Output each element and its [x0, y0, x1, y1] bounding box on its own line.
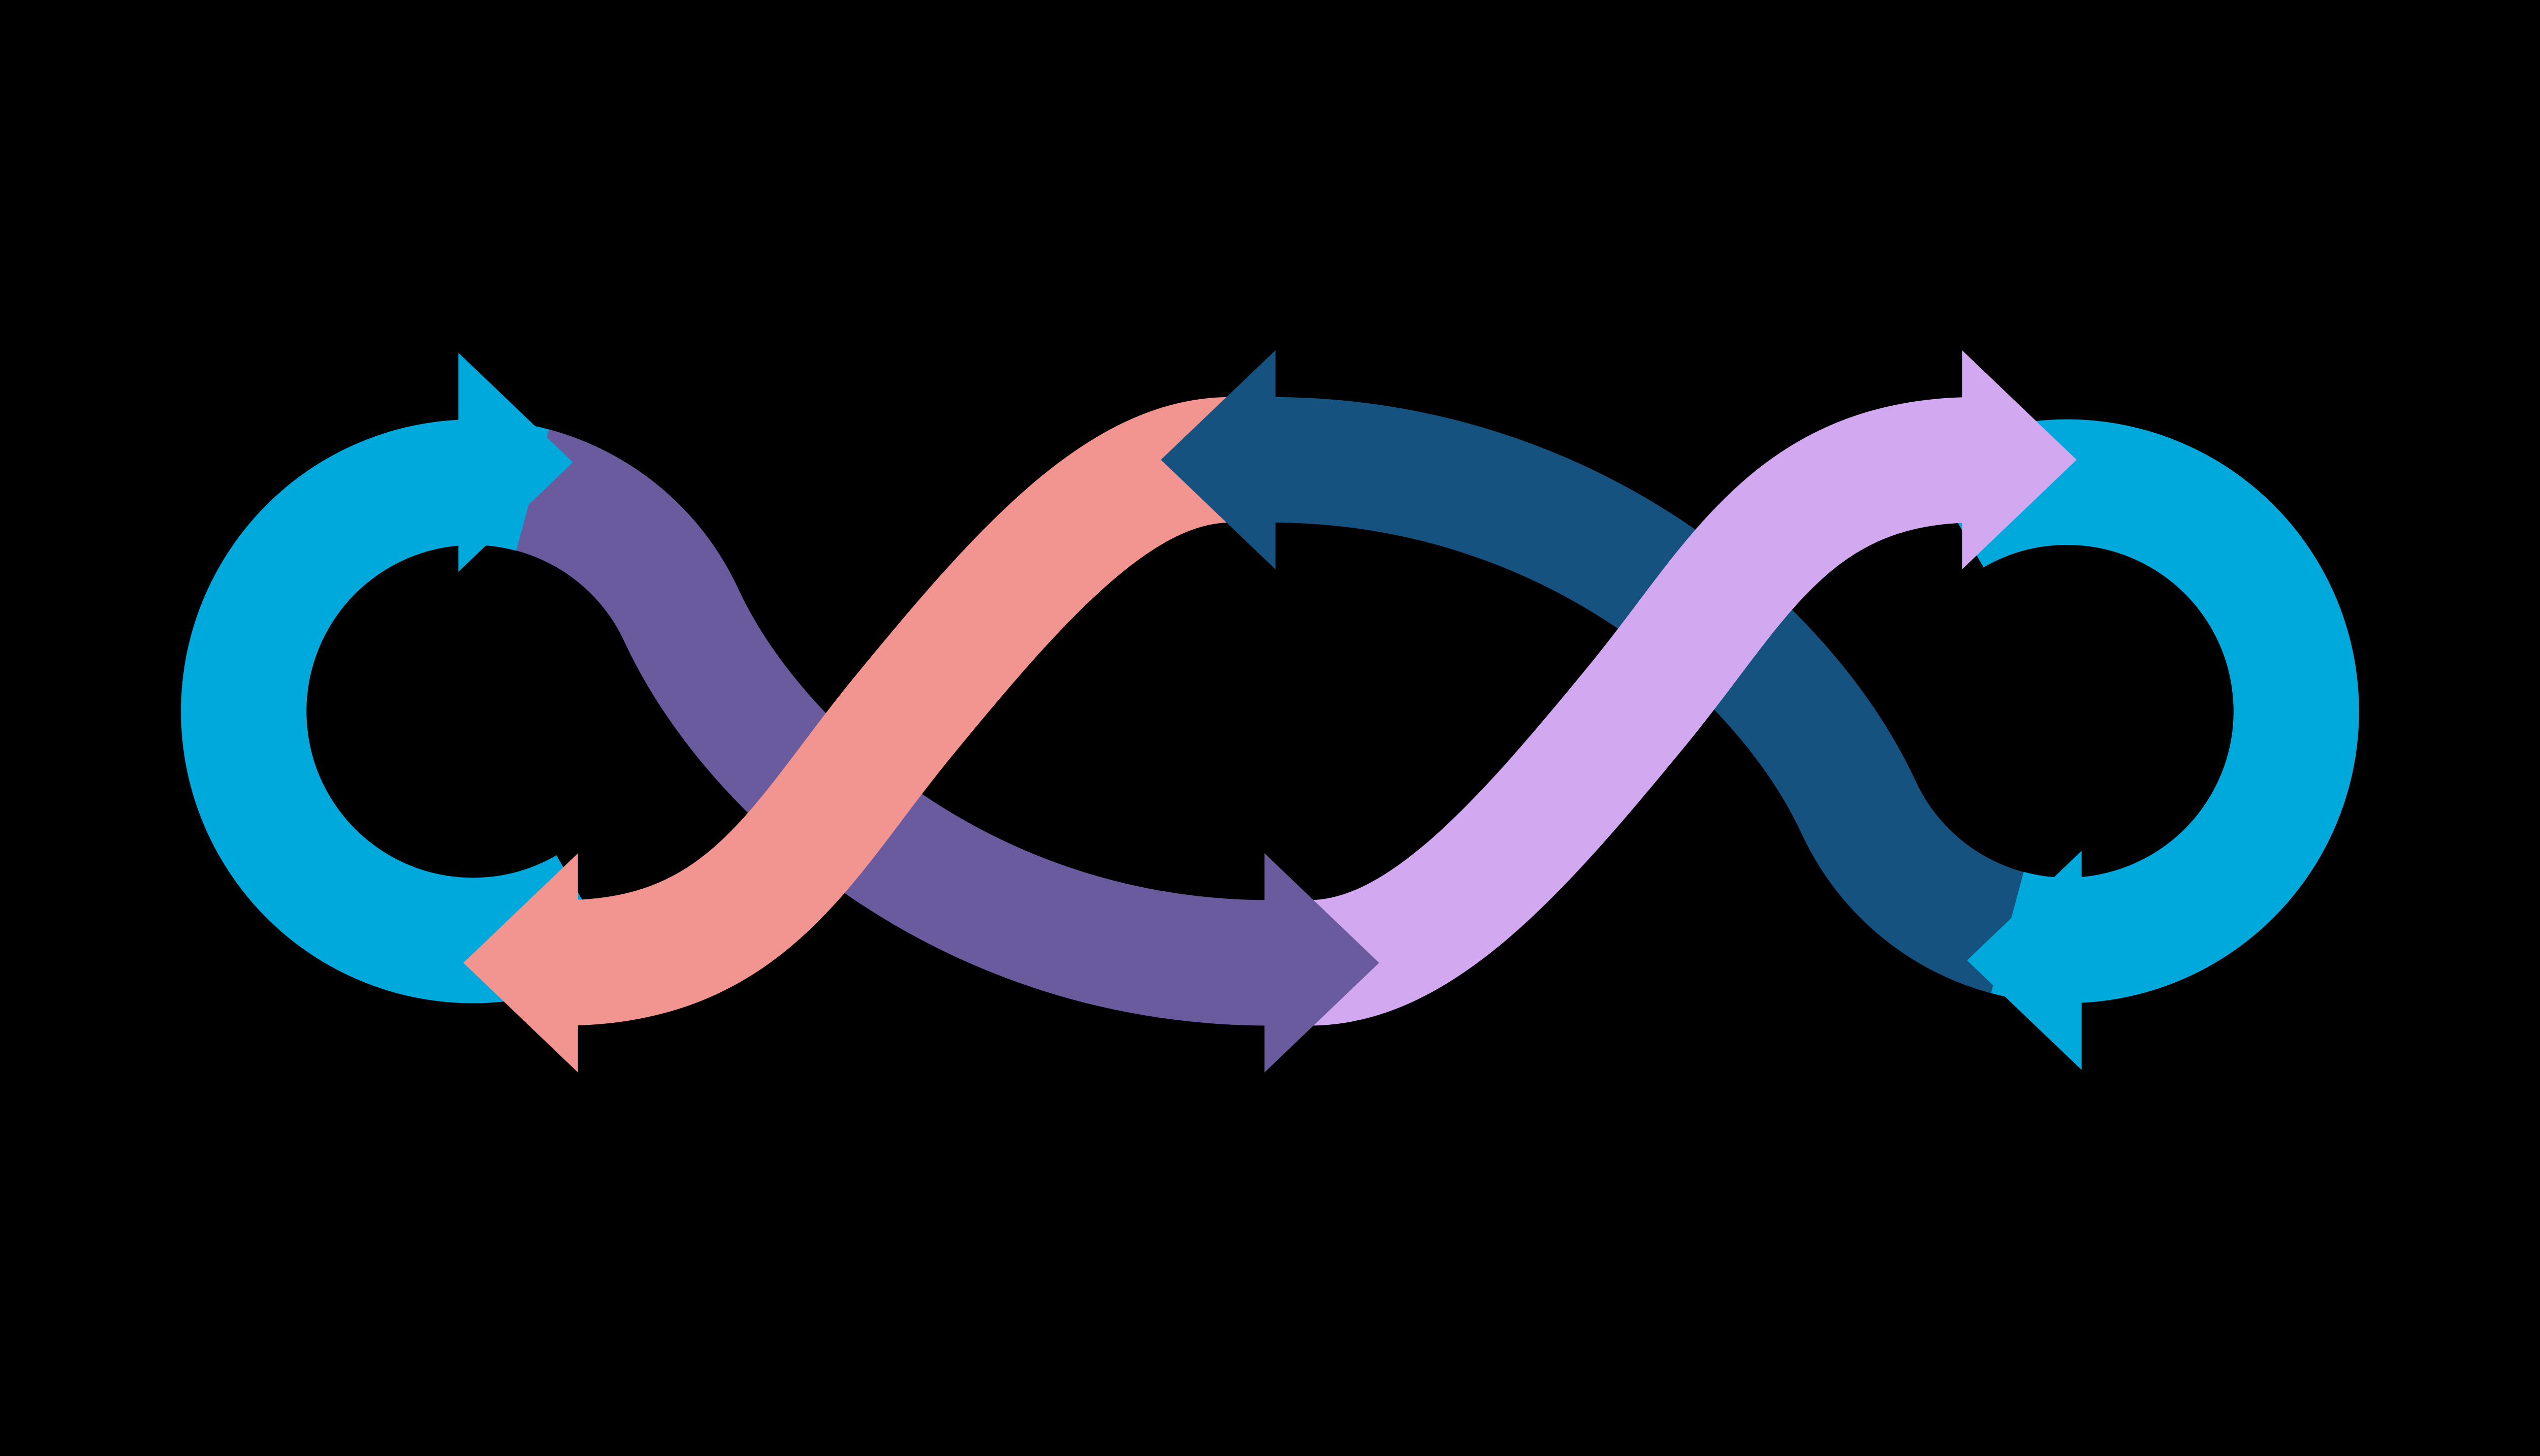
cyan-left-arrowhead: [458, 352, 573, 572]
lavender-crossover-band: [1307, 397, 1978, 1026]
purple-arrowhead: [1264, 853, 1379, 1073]
diagram-background: [0, 14, 2540, 1442]
cyan-right-arrowhead: [1967, 851, 2082, 1070]
pink-arrowhead: [463, 853, 578, 1073]
lavender-arrowhead: [1962, 350, 2077, 570]
cyan-right-loop-band: [1920, 419, 2359, 1004]
pink-crossover-band: [562, 397, 1233, 1026]
cyan-left-loop-band: [181, 419, 620, 1004]
dark-blue-arrowhead: [1161, 350, 1276, 570]
